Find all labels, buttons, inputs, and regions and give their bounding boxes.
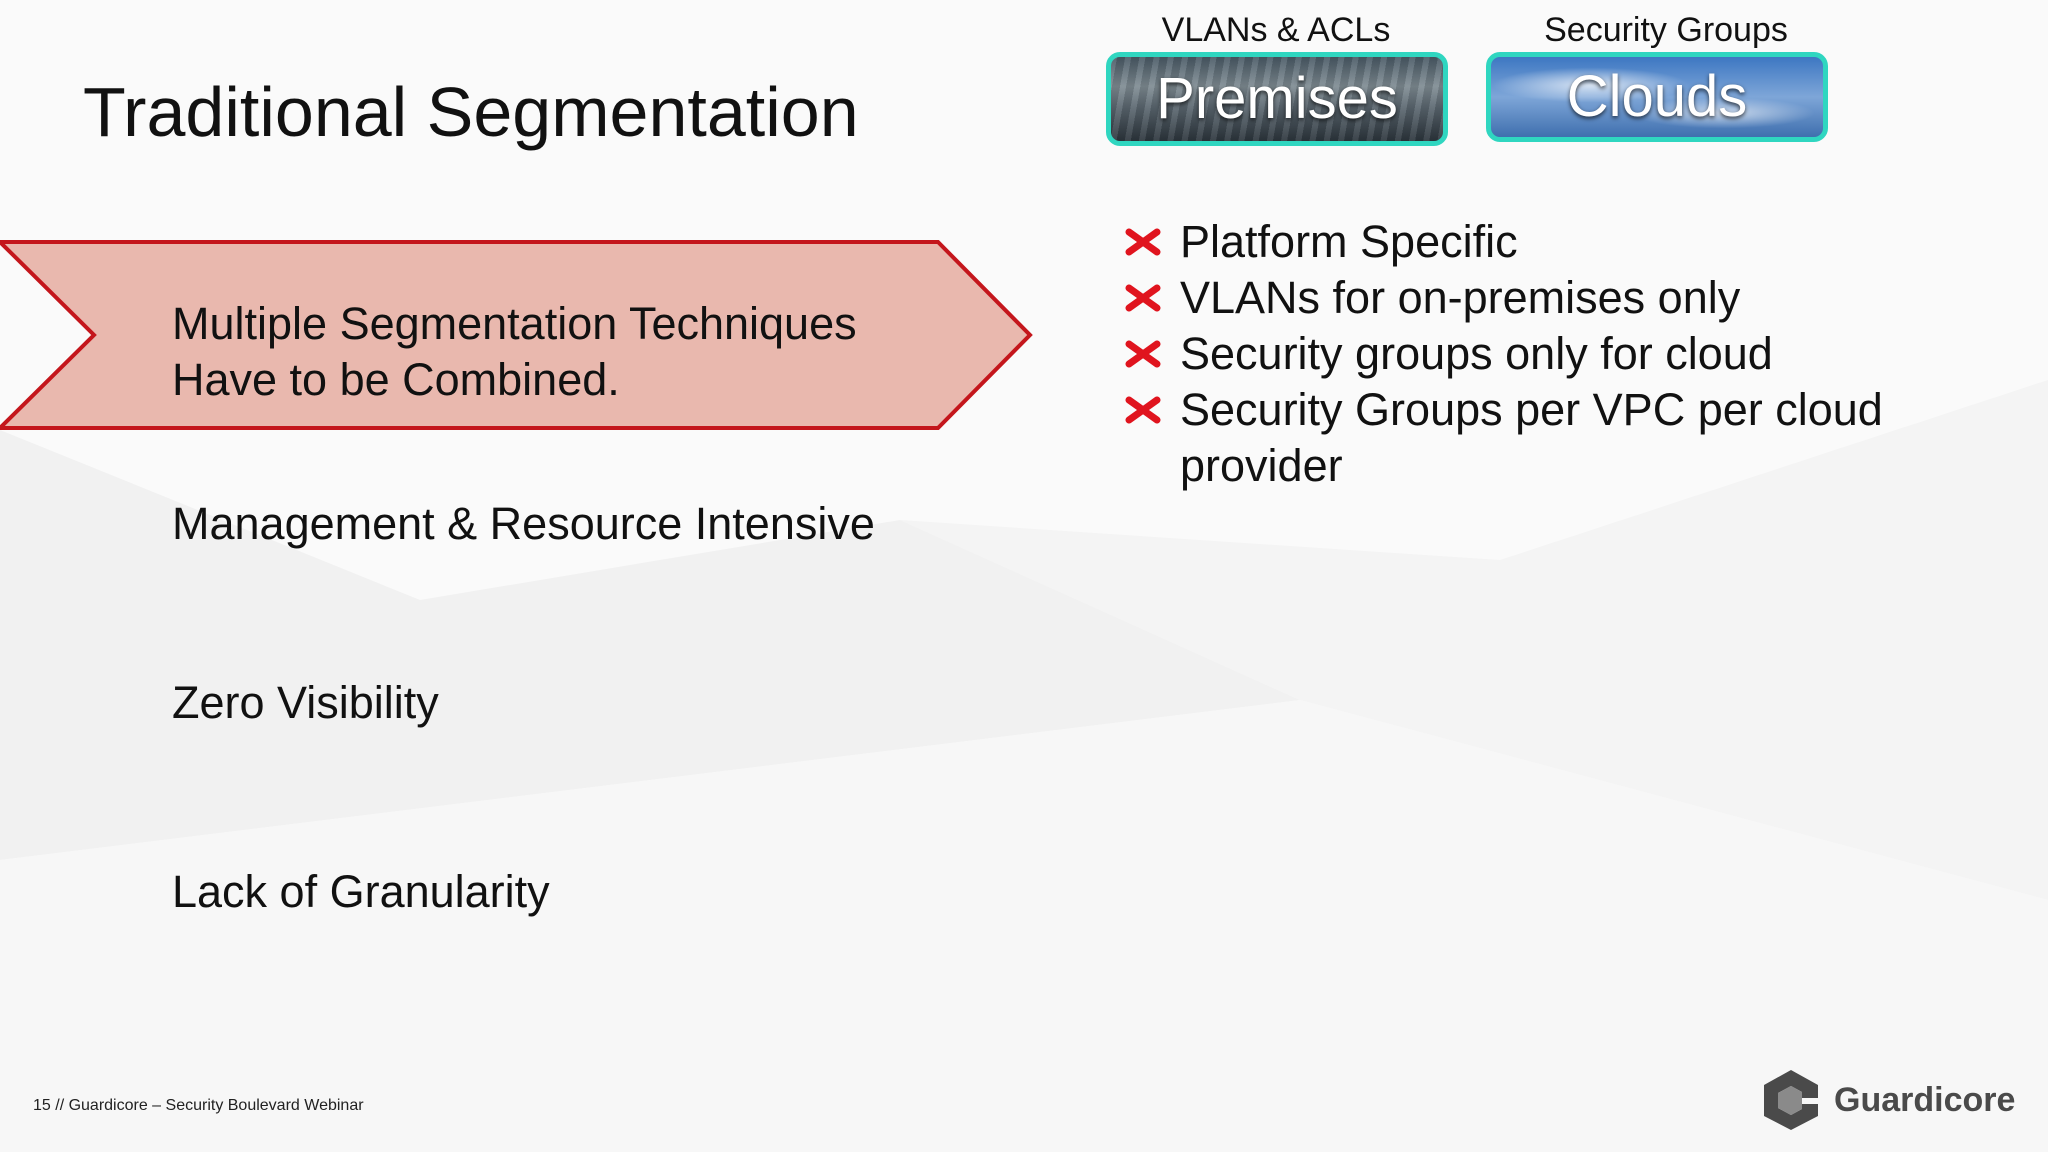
point-management: Management & Resource Intensive (172, 498, 875, 549)
premises-caption: VLANs & ACLs (1161, 11, 1391, 49)
issue-text: Security Groups per VPC per cloud provid… (1180, 384, 1883, 491)
issue-item: Security Groups per VPC per cloud provid… (1120, 382, 2040, 494)
slide-footer: 15 // Guardicore – Security Boulevard We… (33, 1097, 364, 1114)
premises-tile: Premises (1106, 52, 1448, 146)
highlight-line-1: Multiple Segmentation Techniques (172, 298, 857, 349)
x-mark-icon (1120, 270, 1166, 326)
guardicore-logo: Guardicore (1762, 1068, 2015, 1132)
issue-text: Security groups only for cloud (1180, 328, 1773, 379)
x-mark-icon (1120, 214, 1166, 270)
x-mark-icon (1120, 326, 1166, 382)
issue-item: VLANs for on-premises only (1120, 270, 2040, 326)
point-visibility: Zero Visibility (172, 677, 439, 728)
issues-list: Platform Specific VLANs for on-premises … (1120, 214, 2040, 494)
clouds-tile: Clouds (1486, 52, 1828, 142)
slide-title: Traditional Segmentation (83, 73, 859, 151)
x-mark-icon (1120, 382, 1166, 438)
issue-item: Platform Specific (1120, 214, 2040, 270)
premises-tile-label: Premises (1156, 66, 1398, 131)
point-granularity: Lack of Granularity (172, 866, 550, 917)
issue-text: Platform Specific (1180, 216, 1518, 267)
issue-item: Security groups only for cloud (1120, 326, 2040, 382)
highlight-arrow (0, 240, 1033, 430)
clouds-tile-label: Clouds (1566, 64, 1748, 129)
highlight-line-2: Have to be Combined. (172, 354, 620, 405)
clouds-caption: Security Groups (1544, 11, 1788, 49)
guardicore-logo-icon (1764, 1070, 1818, 1130)
issue-text: VLANs for on-premises only (1180, 272, 1741, 323)
highlight-text: Multiple Segmentation Techniques Have to… (172, 296, 857, 408)
brand-name: Guardicore (1834, 1081, 2016, 1119)
